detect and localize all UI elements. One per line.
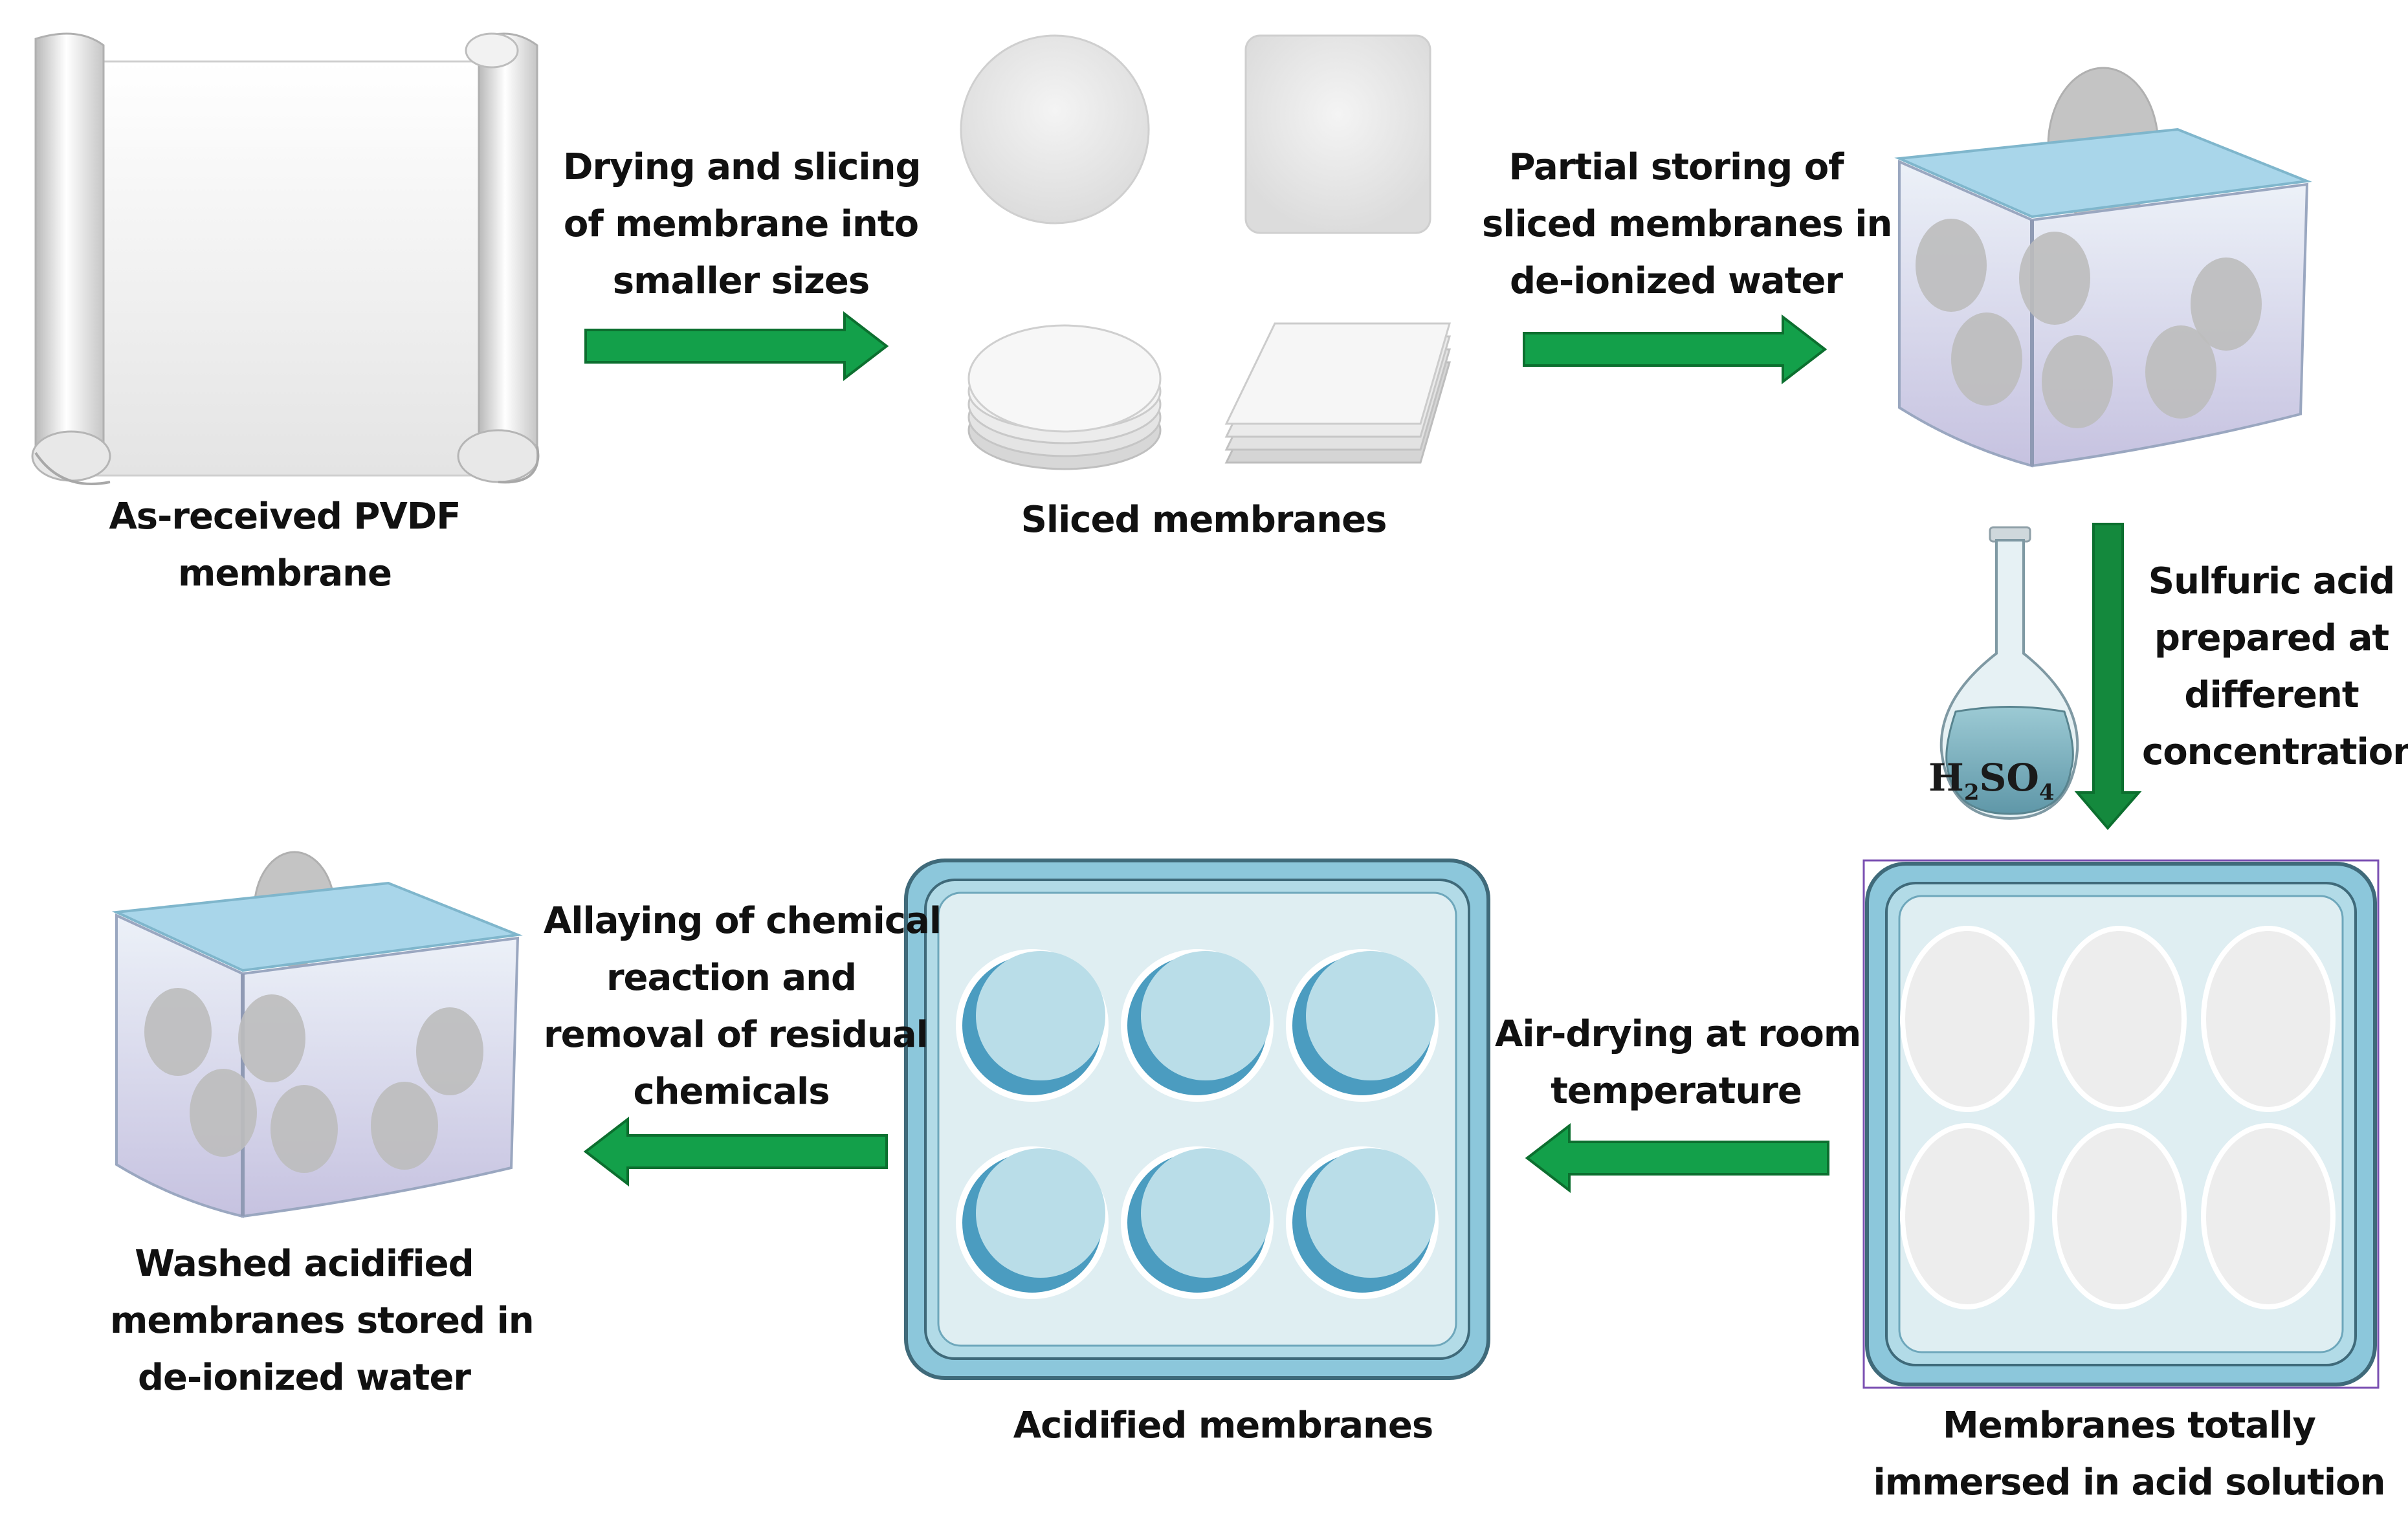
label-air-drying: Air-drying at room temperature <box>1495 1006 1861 1120</box>
acidified-membranes-tray-icon <box>904 859 1490 1380</box>
label-line: membrane <box>177 553 392 595</box>
label-line: concentrations <box>2142 731 2408 773</box>
formula-sub4: 4 <box>2039 780 2055 805</box>
arrow-drying-slicing <box>584 311 889 382</box>
well-row-bottom <box>956 1146 1439 1299</box>
arrow-allaying <box>583 1116 888 1187</box>
formula-h: H <box>1928 756 1964 800</box>
label-line: chemicals <box>633 1071 830 1113</box>
water-container-icon <box>1894 67 2312 468</box>
sulfuric-acid-flask-icon <box>1939 526 2079 820</box>
label-line: As-received PVDF <box>109 496 461 538</box>
stacked-disc-membranes-icon <box>967 324 1162 470</box>
stacked-square-membranes-icon <box>1224 322 1451 464</box>
label-line: Sulfuric acid <box>2148 560 2395 602</box>
label-line: immersed in acid solution <box>1873 1461 2386 1504</box>
well-row-top <box>956 949 1439 1102</box>
label-line: prepared at <box>2154 617 2389 659</box>
label-line: de-ionized water <box>1509 260 1843 302</box>
label-sulfuric-acid: Sulfuric acid prepared at different conc… <box>2142 553 2408 781</box>
label-membranes-immersed: Membranes totally immersed in acid solut… <box>1864 1397 2394 1511</box>
label-line: temperature <box>1551 1070 1802 1112</box>
washed-membranes-container-icon <box>111 851 523 1218</box>
sliced-membranes-icon <box>960 34 1451 470</box>
label-line: membranes stored in <box>110 1300 535 1342</box>
label-washed-acidified: Washed acidified membranes stored in de-… <box>110 1236 535 1406</box>
formula-so: SO <box>1979 756 2038 800</box>
label-line: Drying and slicing <box>563 146 922 188</box>
label-partial-storing: Partial storing of sliced membranes in d… <box>1482 139 1892 310</box>
label-as-received-pvdf: As-received PVDF membrane <box>91 488 479 602</box>
label-line: Sliced membranes <box>1021 499 1387 541</box>
label-line: sliced membranes in <box>1482 203 1892 245</box>
label-line: Partial storing of <box>1508 146 1844 188</box>
label-line: Allaying of chemical <box>544 900 942 942</box>
label-sliced-membranes: Sliced membranes <box>1010 492 1398 549</box>
flask-formula: H2SO4 <box>1928 756 2055 805</box>
arrow-air-drying <box>1525 1122 1829 1194</box>
label-acidified-membranes: Acidified membranes <box>997 1397 1450 1454</box>
label-line: de-ionized water <box>137 1357 471 1399</box>
formula-sub2: 2 <box>1964 780 1980 805</box>
label-line: smaller sizes <box>612 260 870 302</box>
acid-immersion-tray-icon <box>1862 859 2380 1389</box>
label-drying-slicing: Drying and slicing of membrane into smal… <box>563 139 922 310</box>
label-line: Air-drying at room <box>1495 1013 1861 1055</box>
pvdf-membrane-sheet-icon <box>31 32 540 485</box>
label-line: Membranes totally <box>1943 1405 2316 1447</box>
label-line: Washed acidified <box>135 1243 474 1285</box>
arrow-partial-storing <box>1523 314 1828 385</box>
label-line: Acidified membranes <box>1013 1405 1434 1447</box>
label-line: different <box>2184 674 2359 716</box>
label-allaying: Allaying of chemical reaction and remova… <box>544 893 942 1121</box>
label-line: removal of residual <box>544 1014 929 1056</box>
label-line: reaction and <box>606 957 857 999</box>
label-line: of membrane into <box>563 203 919 245</box>
arrow-sulfuric-acid-down <box>2074 523 2142 831</box>
